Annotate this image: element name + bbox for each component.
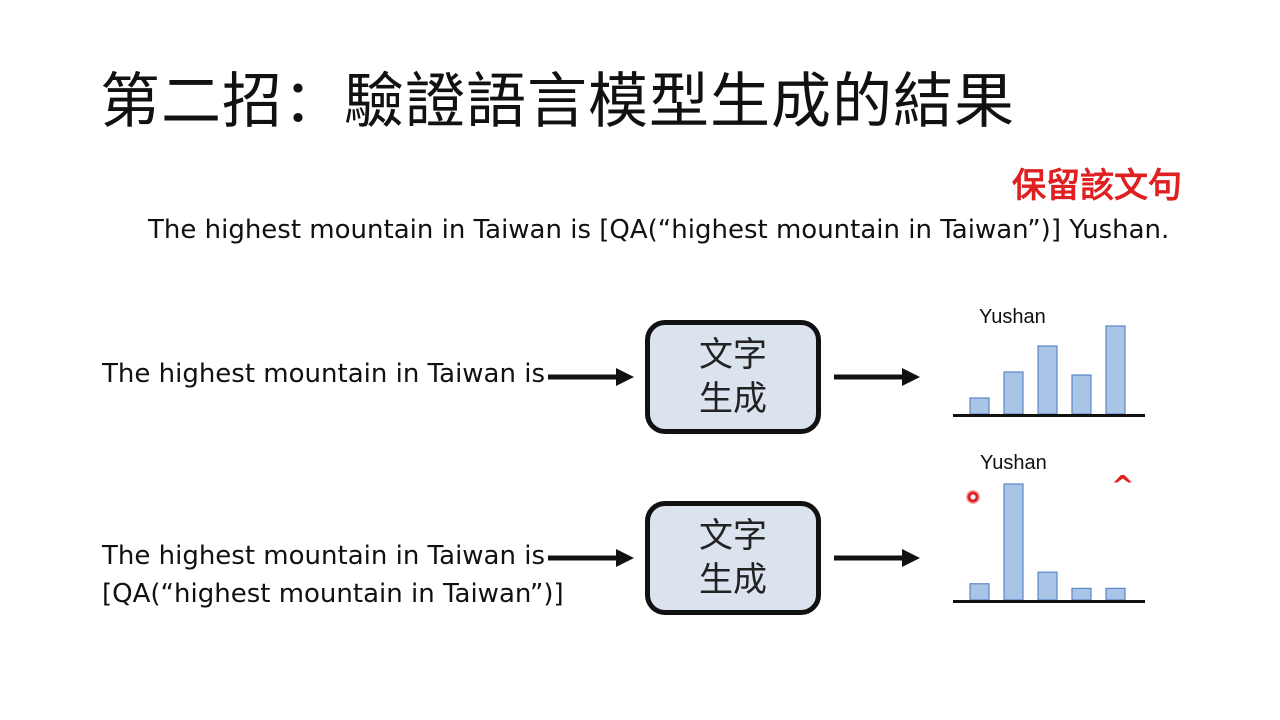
distribution-bar-2-4 (1071, 587, 1092, 601)
distribution-bar-2-1 (969, 583, 990, 601)
row2-text-generation-box: 文字 生成 (645, 501, 821, 615)
row1-text-generation-box: 文字 生成 (645, 320, 821, 434)
row1-box-line2: 生成 (699, 379, 767, 419)
distribution-bar-1-4 (1071, 374, 1092, 415)
distribution-bar-2-5 (1105, 587, 1126, 601)
distribution-bar-1-2 (1003, 371, 1024, 415)
row1-input-text: The highest mountain in Taiwan is (102, 359, 546, 389)
row2-input-line2: [QA(“highest mountain in Taiwan”)] (102, 579, 564, 609)
laser-pointer-icon (966, 490, 980, 504)
row1-output-arrow-icon (834, 368, 920, 386)
example-sentence: The highest mountain in Taiwan is [QA(“h… (148, 215, 1170, 245)
row1-distribution-chart (953, 325, 1145, 417)
row2-box-line2: 生成 (699, 560, 767, 600)
row2-distribution-chart (953, 483, 1145, 603)
row1-yushan-label: Yushan (979, 306, 1046, 328)
row1-input-arrow-icon (548, 368, 634, 386)
slide-title: 第二招：驗證語言模型生成的結果 (100, 67, 1015, 137)
row2-output-arrow-icon (834, 549, 920, 567)
distribution-bar-1-3 (1037, 345, 1058, 415)
row2-input-line1: The highest mountain in Taiwan is (102, 541, 546, 571)
distribution-bar-1-5 (1105, 325, 1126, 415)
row2-input-arrow-icon (548, 549, 634, 567)
distribution-bar-1-1 (969, 397, 990, 415)
distribution-bar-2-3 (1037, 571, 1058, 601)
row2-input-text: The highest mountain in Taiwan is [QA(“h… (102, 537, 564, 613)
distribution-bar-2-2 (1003, 483, 1024, 601)
keep-sentence-label: 保留該文句 (1012, 166, 1182, 206)
caret-annotation: ^ (1111, 469, 1135, 502)
row2-box-line1: 文字 (699, 516, 767, 556)
row2-yushan-label: Yushan (980, 452, 1047, 474)
row1-box-line1: 文字 (699, 335, 767, 375)
